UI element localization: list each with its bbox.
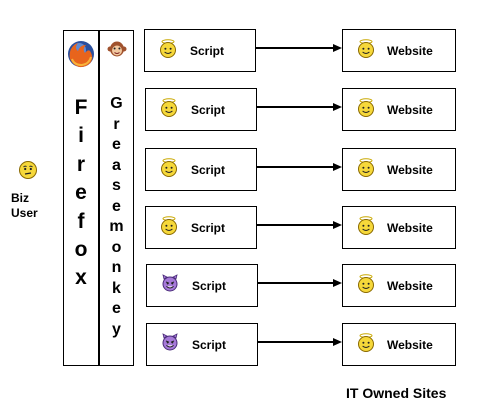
website-box: Website bbox=[342, 323, 456, 366]
vertical-letter: o bbox=[111, 238, 122, 256]
website-label: Website bbox=[387, 338, 433, 352]
arrow-line bbox=[256, 47, 333, 49]
user-label: Biz User bbox=[11, 191, 51, 221]
vertical-letter: F bbox=[74, 96, 88, 119]
website-box: Website bbox=[342, 264, 456, 307]
arrow-line bbox=[257, 166, 333, 168]
vertical-letter: e bbox=[112, 197, 121, 215]
vertical-letter: m bbox=[109, 218, 124, 235]
script-label: Script bbox=[192, 279, 227, 293]
angel-face-icon bbox=[357, 333, 375, 353]
script-label: Script bbox=[190, 44, 225, 58]
script-box: Script bbox=[146, 264, 258, 307]
greasemonkey-logo-icon bbox=[107, 40, 127, 63]
arrow-line bbox=[257, 224, 333, 226]
firefox-logo-icon bbox=[66, 39, 96, 74]
vertical-letter: r bbox=[113, 115, 120, 133]
thinking-face-icon bbox=[18, 160, 38, 180]
script-box: Script bbox=[145, 148, 257, 191]
arrow-head bbox=[333, 103, 342, 111]
angel-face-icon bbox=[357, 274, 375, 294]
it-owned-sites-label: IT Owned Sites bbox=[346, 385, 447, 401]
website-box: Website bbox=[342, 206, 456, 249]
website-box: Website bbox=[342, 88, 456, 131]
devil-face-icon bbox=[161, 274, 179, 292]
angel-face-icon bbox=[357, 216, 375, 236]
script-box: Script bbox=[146, 323, 258, 366]
vertical-letter: e bbox=[75, 181, 87, 205]
vertical-letter: x bbox=[75, 266, 87, 290]
vertical-letter: k bbox=[112, 279, 121, 297]
vertical-letter: y bbox=[112, 320, 121, 338]
website-label: Website bbox=[387, 44, 433, 58]
script-box: Script bbox=[145, 88, 257, 131]
website-label: Website bbox=[387, 103, 433, 117]
website-label: Website bbox=[387, 221, 433, 235]
arrow-head bbox=[333, 163, 342, 171]
website-label: Website bbox=[387, 279, 433, 293]
devil-face-icon bbox=[161, 333, 179, 351]
arrow-head bbox=[333, 279, 342, 287]
arrow-line bbox=[257, 106, 333, 108]
arrow-line bbox=[258, 282, 333, 284]
website-box: Website bbox=[342, 148, 456, 191]
script-box: Script bbox=[145, 206, 257, 249]
angel-face-icon bbox=[357, 158, 375, 178]
angel-face-icon bbox=[160, 98, 178, 118]
vertical-letter: G bbox=[110, 95, 123, 112]
script-box: Script bbox=[144, 29, 256, 72]
script-label: Script bbox=[191, 221, 226, 235]
vertical-letter: r bbox=[76, 152, 86, 176]
vertical-letter: e bbox=[112, 300, 121, 317]
vertical-letter: o bbox=[74, 238, 88, 262]
website-box: Website bbox=[342, 29, 456, 72]
angel-face-icon bbox=[160, 216, 178, 236]
user-label-line1: Biz bbox=[11, 191, 29, 205]
vertical-letter: a bbox=[112, 156, 121, 174]
vertical-letter: i bbox=[78, 124, 84, 148]
arrow-line bbox=[258, 341, 333, 343]
arrow-head bbox=[333, 44, 342, 52]
script-label: Script bbox=[192, 338, 227, 352]
script-label: Script bbox=[191, 103, 226, 117]
vertical-letter: f bbox=[77, 209, 85, 233]
arrow-head bbox=[333, 338, 342, 346]
angel-face-icon bbox=[357, 39, 375, 59]
website-label: Website bbox=[387, 163, 433, 177]
user-label-line2: User bbox=[11, 206, 38, 220]
angel-face-icon bbox=[159, 39, 177, 59]
script-label: Script bbox=[191, 163, 226, 177]
vertical-letter: n bbox=[111, 259, 122, 276]
arrow-head bbox=[333, 221, 342, 229]
angel-face-icon bbox=[160, 158, 178, 178]
angel-face-icon bbox=[357, 98, 375, 118]
vertical-letter: e bbox=[112, 136, 121, 153]
vertical-letter: s bbox=[112, 177, 121, 194]
